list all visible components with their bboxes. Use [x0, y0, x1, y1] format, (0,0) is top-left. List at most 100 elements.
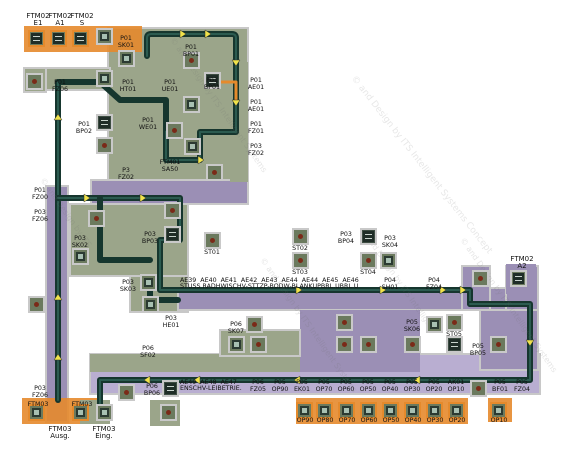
sensor-icon — [100, 32, 109, 41]
device-ftm02-e1[interactable] — [28, 30, 45, 47]
device-sk03[interactable] — [140, 274, 157, 291]
device-op70[interactable] — [338, 402, 355, 419]
label-ftm03-ausg: FTM03 Ausg. — [48, 425, 72, 441]
device-st03-right[interactable] — [360, 336, 377, 353]
device-ftm02-a2[interactable] — [510, 270, 527, 287]
stop-icon — [342, 320, 347, 325]
label-p05-op70: P05 OP70 — [315, 379, 333, 393]
label-ftm03-a: FTM03 — [27, 401, 49, 408]
device-sk06[interactable] — [426, 316, 443, 333]
sensor-icon — [76, 252, 85, 261]
device-bf01[interactable] — [470, 380, 487, 397]
label-p01-ae01-a: P01 AE01 — [247, 77, 265, 91]
label-p3-fz02: P3 FZ02 — [118, 167, 134, 181]
device-st01-bottom[interactable] — [160, 404, 177, 421]
device-op40[interactable] — [404, 402, 421, 419]
device-fz00-st[interactable] — [88, 210, 105, 227]
device-he01[interactable] — [142, 296, 159, 313]
label-ftm02-e1: FTM02 E1 — [26, 12, 50, 28]
device-st01-bp03[interactable] — [164, 202, 181, 219]
device-bp02[interactable] — [96, 114, 113, 131]
label-p03-sk04: P03 SK04 — [381, 235, 399, 249]
label-p06-fz05: P06 FZ05 — [250, 379, 266, 393]
device-bp02-st[interactable] — [96, 137, 113, 154]
device-we01[interactable] — [166, 122, 183, 139]
label-ftm03-b: FTM03 — [71, 401, 93, 408]
device-bp03[interactable] — [164, 226, 181, 243]
device-bp04[interactable] — [360, 228, 377, 245]
sensor-icon — [342, 406, 351, 415]
sensor-icon — [100, 408, 109, 417]
device-st01-far[interactable] — [472, 270, 489, 287]
device-st03-left[interactable] — [28, 296, 45, 313]
device-ftm02-s[interactable] — [72, 30, 89, 47]
device-st01-he[interactable] — [246, 316, 263, 333]
device-st04-right[interactable] — [336, 314, 353, 331]
label-p03-sk02: P03 SK02 — [71, 235, 89, 249]
label-p03-sk03: P03 SK03 — [119, 279, 137, 293]
device-st02-far[interactable] — [490, 336, 507, 353]
stop-icon — [298, 258, 303, 263]
device-op50[interactable] — [382, 402, 399, 419]
sensor-icon — [452, 406, 461, 415]
device-fz02[interactable] — [206, 164, 223, 181]
device-st02-mid[interactable] — [292, 228, 309, 245]
flow-arrows — [53, 29, 535, 385]
sensor-icon — [364, 406, 373, 415]
device-st03-mid[interactable] — [292, 252, 309, 269]
device-ue01[interactable] — [183, 96, 200, 113]
device-op20[interactable] — [448, 402, 465, 419]
stop-icon — [410, 342, 415, 347]
label-ftm01-sa50: FTM01 SA50 — [159, 159, 181, 173]
sensor-icon — [232, 340, 241, 349]
device-st01-left[interactable] — [26, 73, 43, 90]
device-st02-right[interactable] — [404, 336, 421, 353]
stop-icon — [189, 58, 194, 63]
stop-icon — [34, 302, 39, 307]
device-sk07[interactable] — [228, 336, 245, 353]
device-sk02[interactable] — [72, 248, 89, 265]
machine-icon — [167, 229, 178, 240]
device-sk01[interactable] — [118, 50, 135, 67]
device-ftm03-ausg[interactable] — [28, 404, 45, 421]
device-op10[interactable] — [490, 402, 507, 419]
sensor-icon — [300, 406, 309, 415]
label-bottom-op70: OP70 — [338, 417, 356, 424]
sensor-icon — [32, 408, 41, 417]
device-op90[interactable] — [296, 402, 313, 419]
device-op60[interactable] — [360, 402, 377, 419]
device-op80[interactable] — [316, 402, 333, 419]
device-fs03[interactable] — [336, 336, 353, 353]
device-bp05[interactable] — [446, 336, 463, 353]
sensor-icon — [100, 74, 109, 83]
stop-icon — [102, 143, 107, 148]
label-p05-ek01: P05 EK01 — [293, 379, 311, 393]
device-ftm03-mid[interactable] — [72, 404, 89, 421]
device-ftm01[interactable] — [184, 138, 201, 155]
device-bp01[interactable] — [204, 72, 221, 89]
device-ht01[interactable] — [96, 70, 113, 87]
stop-icon — [166, 410, 171, 415]
label-bottom-op60: OP60 — [360, 417, 378, 424]
device-bp06[interactable] — [162, 380, 179, 397]
device-sk04[interactable] — [380, 252, 397, 269]
device-sk01-top[interactable] — [96, 28, 113, 45]
device-op30[interactable] — [426, 402, 443, 419]
label-ftm02-a2: FTM02 A2 — [510, 255, 534, 271]
label-p01-we01: P01 WE01 — [138, 117, 158, 131]
stop-icon — [94, 216, 99, 221]
label-bottom-op50: OP50 — [382, 417, 400, 424]
device-st05-right[interactable] — [446, 314, 463, 331]
label-st05: ST05 — [446, 331, 462, 338]
device-ftm03-eing[interactable] — [96, 404, 113, 421]
device-bp01-top[interactable] — [183, 52, 200, 69]
label-st04: ST04 — [360, 269, 376, 276]
device-st01-mid[interactable] — [204, 232, 221, 249]
sensor-icon — [430, 406, 439, 415]
device-st02-he[interactable] — [250, 336, 267, 353]
device-ftm02-a1[interactable] — [50, 30, 67, 47]
device-st02-sf[interactable] — [118, 384, 135, 401]
device-st04-mid[interactable] — [360, 252, 377, 269]
label-p01-ae01-b: P01 AE01 — [247, 99, 265, 113]
